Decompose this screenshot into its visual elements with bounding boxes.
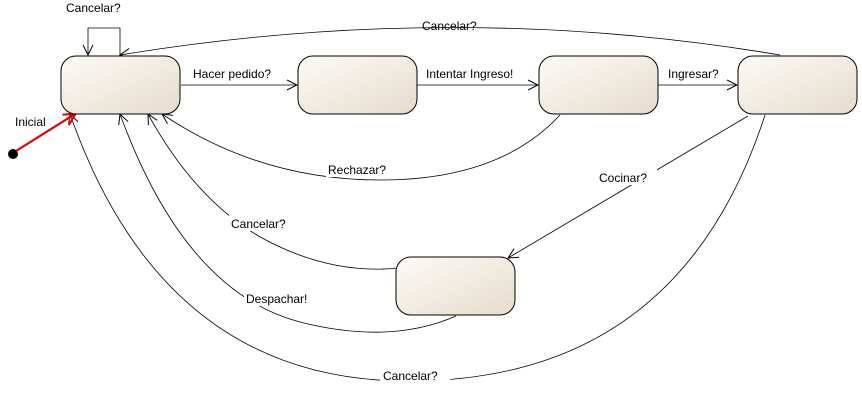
state-3[interactable]: [538, 55, 659, 115]
transition-inicial[interactable]: [15, 114, 75, 152]
transition-cocinar[interactable]: [508, 115, 749, 258]
label-intentar-ingreso: Intentar Ingreso!: [426, 67, 513, 81]
label-cancelar-bottom: Cancelar?: [383, 369, 438, 383]
state-1[interactable]: [60, 55, 181, 115]
transition-cancelar-self[interactable]: [88, 27, 121, 55]
label-cocinar: Cocinar?: [599, 171, 647, 185]
label-inicial: Inicial: [15, 115, 46, 129]
label-cancelar-top: Cancelar?: [422, 19, 477, 33]
transition-cancelar-mid[interactable]: [148, 114, 399, 270]
transition-rechazar[interactable]: [162, 114, 561, 181]
label-cancelar-self: Cancelar?: [66, 1, 121, 15]
label-ingresar: Ingresar?: [668, 67, 719, 81]
initial-node[interactable]: [8, 149, 18, 159]
label-despachar: Despachar!: [246, 292, 307, 306]
transition-cancelar-top[interactable]: [120, 27, 781, 56]
state-2[interactable]: [297, 55, 418, 115]
state-4[interactable]: [737, 55, 858, 115]
label-rechazar: Rechazar?: [328, 163, 386, 177]
label-hacer-pedido: Hacer pedido?: [193, 67, 271, 81]
transition-cancelar-bottom[interactable]: [70, 114, 766, 382]
state-5[interactable]: [395, 256, 516, 316]
label-cancelar-mid: Cancelar?: [231, 217, 286, 231]
transition-despachar[interactable]: [120, 114, 457, 333]
